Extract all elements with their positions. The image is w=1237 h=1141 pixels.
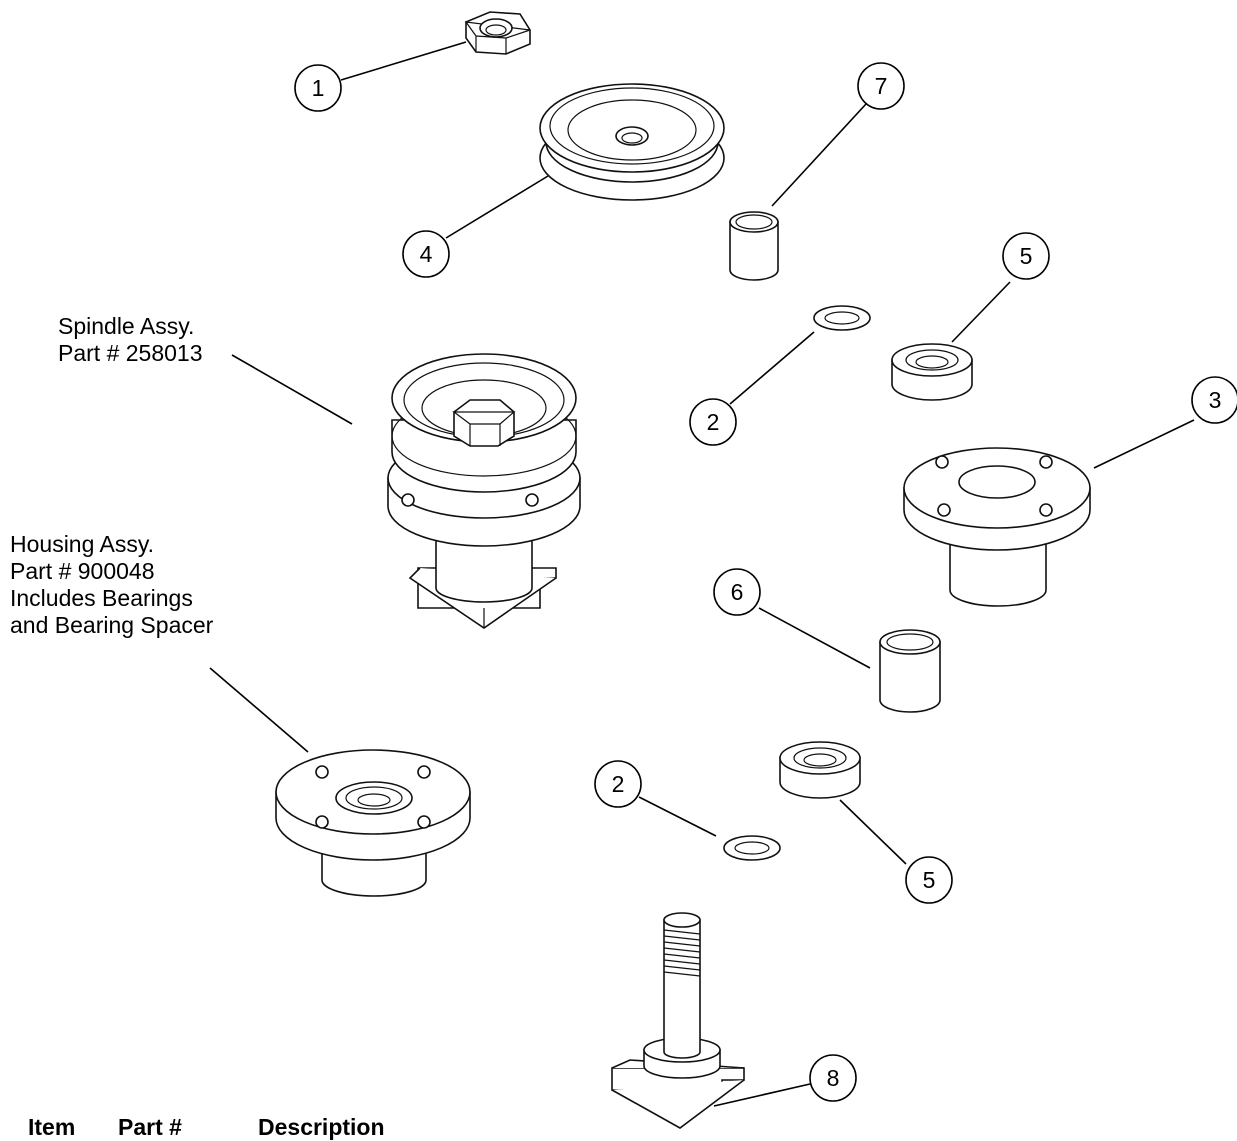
housing-assembly-part-number: Part # 900048 [10,558,155,584]
pulley-icon [539,83,725,201]
svg-text:5: 5 [923,867,936,893]
callout-6: 6 [713,568,761,616]
callout-2-lower: 2 [594,760,642,808]
callout-7: 7 [857,62,905,110]
table-header-item: Item [28,1114,76,1140]
spindle-assembly-name: Spindle Assy. [58,313,195,339]
housing-assembly-name: Housing Assy. [10,531,155,557]
spindle-assembly-part-number: Part # 258013 [58,340,203,366]
hex-nut-icon [464,11,531,55]
spindle-assembly-icon [387,353,581,629]
callout-5-upper: 5 [1002,232,1050,280]
callout-5-lower: 5 [905,856,953,904]
leader-lines [209,41,1195,1107]
callout-8: 8 [809,1054,857,1102]
spindle-assembly-label: Spindle Assy. Part # 258013 [58,313,203,367]
callout-2-upper: 2 [689,398,737,446]
housing-assembly-note-2: and Bearing Spacer [10,612,214,638]
table-header-description: Description [258,1114,385,1140]
svg-text:2: 2 [612,771,625,797]
spindle-bolt-icon [611,912,745,1129]
svg-text:5: 5 [1020,243,1033,269]
housing-assembly-icon [275,749,471,897]
spacer-icon [879,629,941,713]
washer-icon [723,835,781,861]
callout-3: 3 [1191,376,1237,424]
svg-text:4: 4 [420,241,433,267]
spacer-icon [729,211,779,281]
callout-1: 1 [294,64,342,112]
svg-text:2: 2 [707,409,720,435]
housing-assembly-note-1: Includes Bearings [10,585,193,611]
callout-4: 4 [402,230,450,278]
table-header-part: Part # [118,1114,182,1140]
svg-text:7: 7 [875,73,888,99]
svg-text:3: 3 [1209,387,1222,413]
bearing-icon [779,741,861,799]
bearing-icon [891,343,973,401]
housing-assembly-label: Housing Assy. Part # 900048 Includes Bea… [10,531,213,639]
svg-text:8: 8 [827,1065,840,1091]
svg-text:1: 1 [312,75,325,101]
svg-text:6: 6 [731,579,744,605]
housing-icon [903,447,1091,607]
washer-icon [813,305,871,331]
